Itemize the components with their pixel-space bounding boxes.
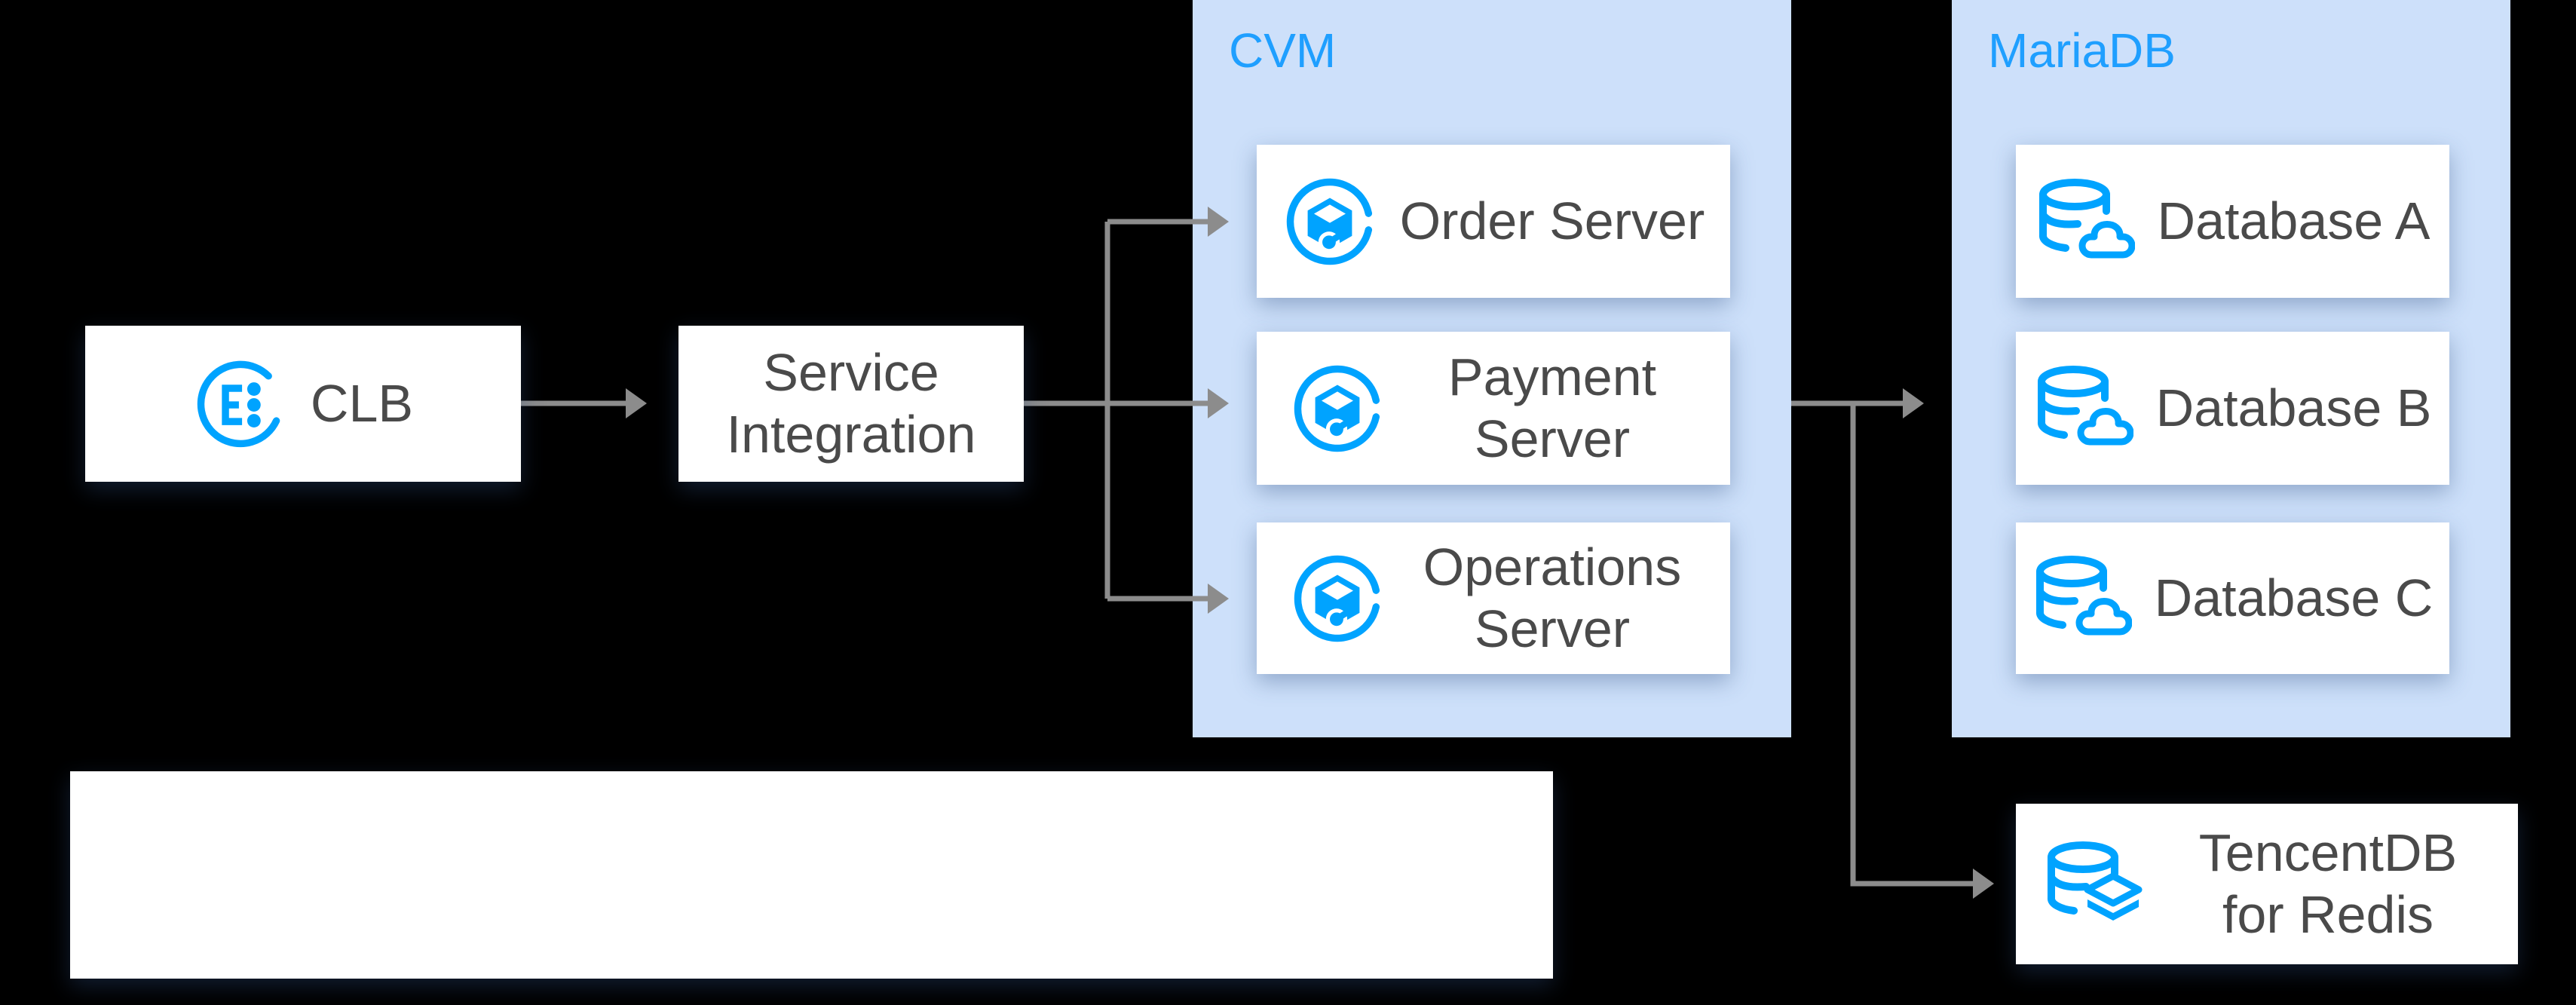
operations-server-node: Operations Server <box>1257 522 1730 674</box>
tencentdb-redis-label: TencentDB for Redis <box>2198 823 2458 944</box>
cvm-icon <box>1290 361 1385 456</box>
redis-database-icon <box>2044 835 2143 934</box>
database-a-label: Database A <box>2157 191 2431 250</box>
cloud-database-icon <box>2034 359 2133 458</box>
database-b-node: Database B <box>2016 332 2449 485</box>
order-server-node: Order Server <box>1257 145 1730 298</box>
cloud-database-icon <box>2032 549 2132 648</box>
mariadb-group-label: MariaDB <box>1988 23 2176 78</box>
legend-panel <box>70 771 1553 979</box>
database-c-node: Database C <box>2016 522 2449 674</box>
payment-server-node: Payment Server <box>1257 332 1730 485</box>
service-integration-label: Service Integration <box>726 343 976 464</box>
cvm-icon <box>1290 551 1385 646</box>
tencentdb-redis-node: TencentDB for Redis <box>2016 804 2518 964</box>
connector-clb-to-service-integration <box>521 388 647 418</box>
connector-cvm-to-mariadb <box>1791 388 1924 418</box>
clb-icon <box>193 357 288 452</box>
clb-node: CLB <box>85 326 521 482</box>
clb-label: CLB <box>310 373 414 433</box>
database-c-label: Database C <box>2154 568 2434 627</box>
operations-server-label: Operations Server <box>1423 538 1682 658</box>
database-b-label: Database B <box>2155 378 2432 437</box>
cloud-database-icon <box>2035 172 2135 271</box>
cvm-group-label: CVM <box>1229 23 1337 78</box>
order-server-label: Order Server <box>1399 191 1705 250</box>
cvm-icon <box>1282 174 1377 269</box>
payment-server-label: Payment Server <box>1447 348 1657 468</box>
database-a-node: Database A <box>2016 145 2449 298</box>
connector-service-integration-branch-trunk <box>1024 222 1110 599</box>
service-integration-node: Service Integration <box>678 326 1024 482</box>
